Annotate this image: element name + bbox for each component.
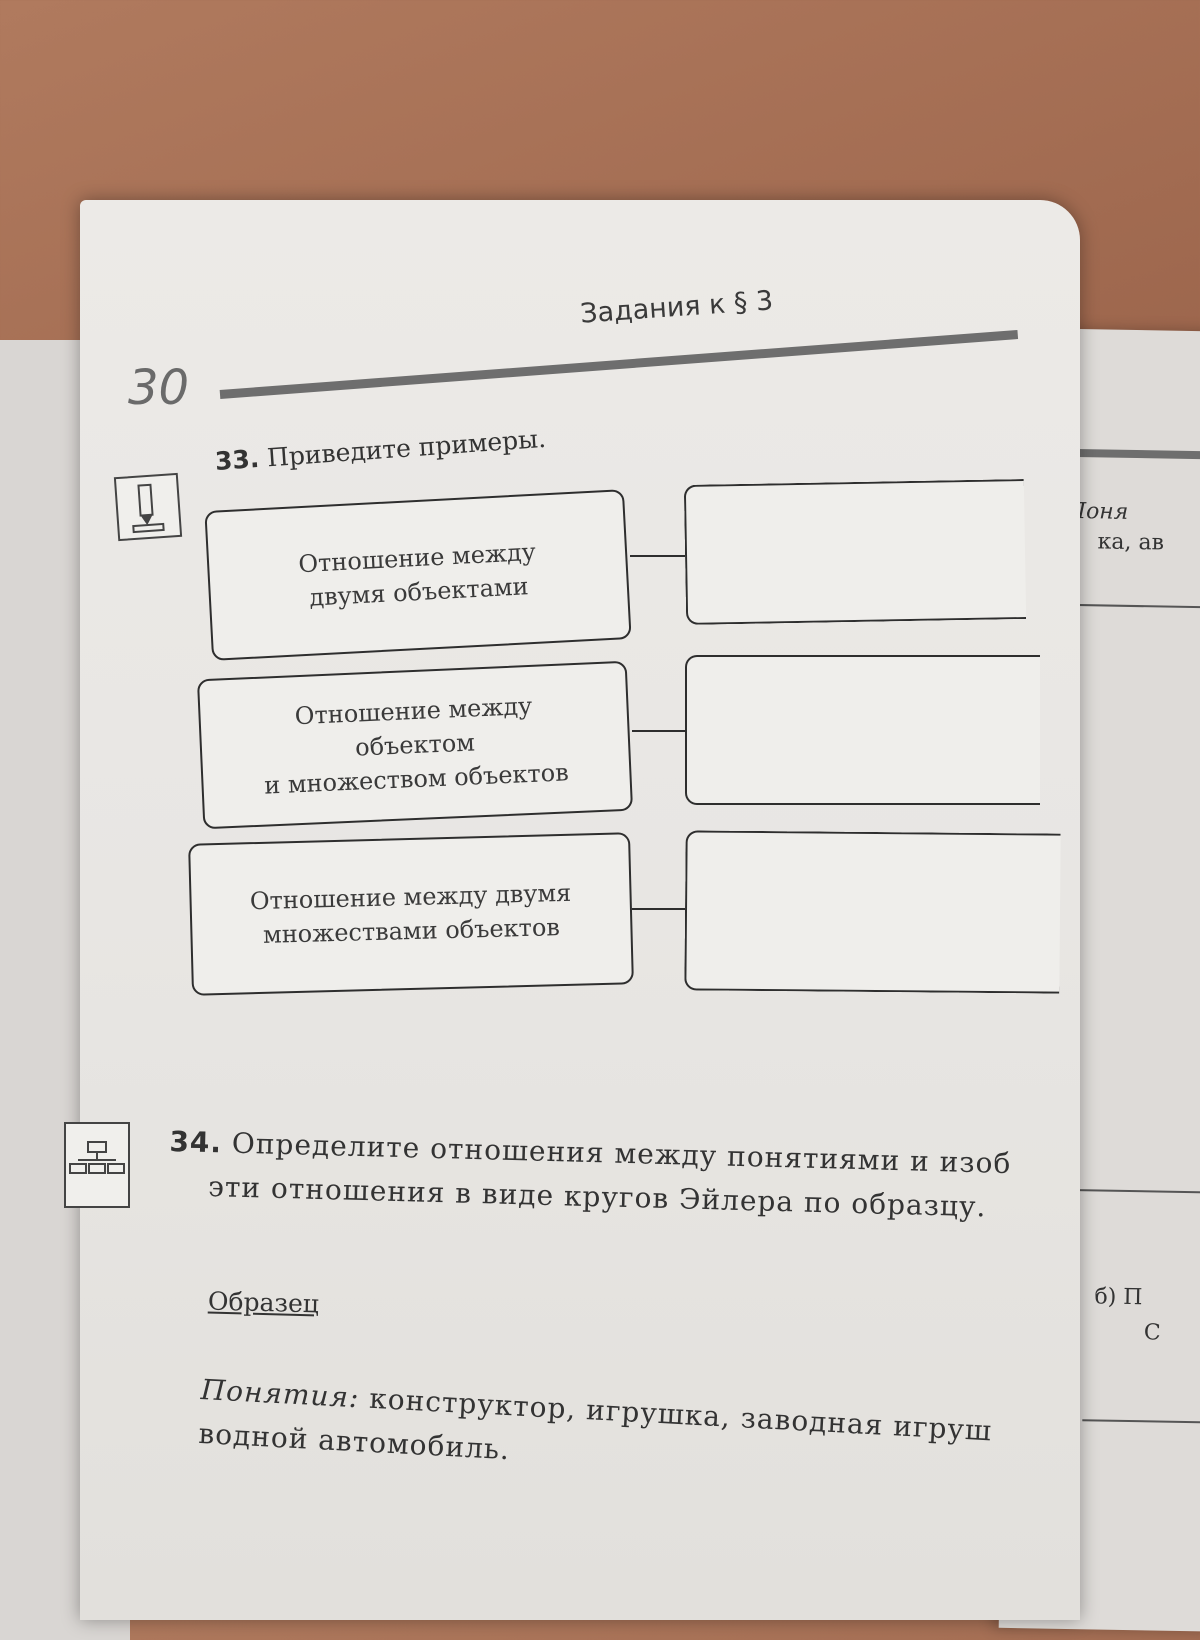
item-b: б) П xyxy=(1094,1284,1142,1310)
sample-label: Образец xyxy=(207,1286,320,1319)
task-33-instruction: Приведите примеры. xyxy=(266,423,547,473)
page-number: 30 xyxy=(128,360,190,416)
connector-line xyxy=(630,555,685,557)
concepts-label: Понятия: xyxy=(200,1372,361,1415)
page-title: Задания к § 3 xyxy=(579,285,775,330)
relation-box-sets: Отношение между двумя множествами объект… xyxy=(188,832,634,996)
task-34-text: 34. Определите отношения между понятиями… xyxy=(168,1120,1070,1232)
item-b-text: П xyxy=(1123,1284,1143,1311)
answer-box[interactable] xyxy=(683,479,1027,625)
workbook-page: Задания к § 3 30 33. Приведите примеры. … xyxy=(64,200,1080,1620)
task-33-heading: 33. Приведите примеры. xyxy=(214,424,547,476)
connector-line xyxy=(632,908,685,910)
item-b-marker: б) xyxy=(1094,1284,1117,1310)
task-34-number: 34. xyxy=(169,1124,223,1160)
relation-box-object-set: Отношение между объектом и множеством об… xyxy=(196,660,634,830)
pencil-icon xyxy=(132,483,165,534)
relation-box-objects: Отношение между двумя объектами xyxy=(204,489,632,661)
task-33-number: 33. xyxy=(213,443,261,476)
connector-line xyxy=(632,730,685,732)
item-a-line2: ка, ав xyxy=(1097,529,1165,556)
header-divider xyxy=(219,330,1019,399)
sample-concepts: Понятия: конструктор, игрушка, заводная … xyxy=(197,1368,1100,1503)
item-b-line2: С xyxy=(1143,1320,1161,1346)
relation-label-line: множествами объектов xyxy=(262,913,561,949)
writing-task-icon xyxy=(113,472,183,542)
answer-box[interactable] xyxy=(685,655,1040,805)
hierarchy-icon xyxy=(69,1141,125,1174)
diagram-task-icon xyxy=(64,1122,130,1208)
answer-box[interactable] xyxy=(684,830,1061,994)
